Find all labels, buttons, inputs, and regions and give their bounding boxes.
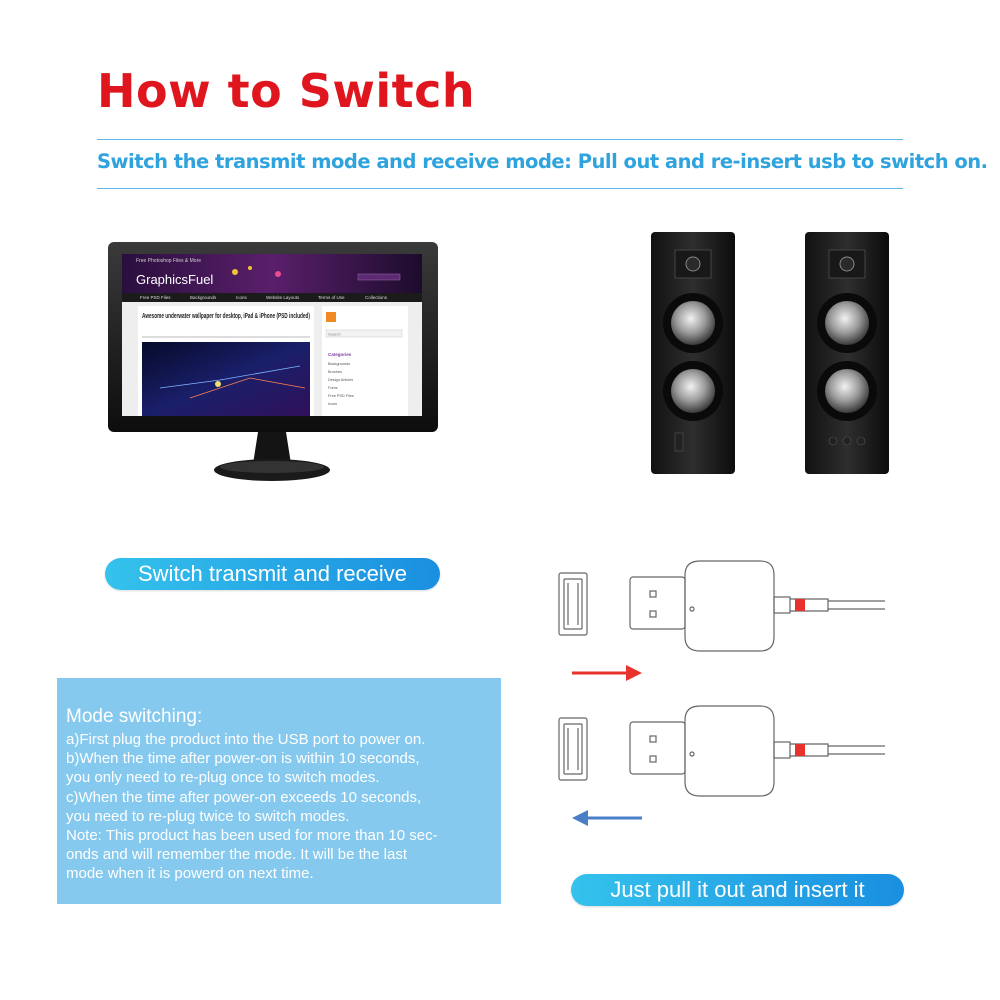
- info-line: onds and will remember the mode. It will…: [66, 846, 407, 864]
- pull-insert-label: Just pull it out and insert it: [571, 874, 904, 906]
- arrow-right-icon: [626, 665, 642, 681]
- site-nav-item: Icons: [236, 295, 248, 300]
- site-headline: Awesome underwater wallpaper for desktop…: [142, 311, 310, 320]
- top-divider: [97, 139, 903, 140]
- svg-text:Free PSD Files: Free PSD Files: [328, 394, 354, 398]
- info-line: you only need to re-plug once to switch …: [66, 769, 380, 787]
- speaker-right: [805, 232, 889, 474]
- info-line: Note: This product has been used for mor…: [66, 827, 438, 845]
- site-nav-item: Website Layouts: [266, 295, 300, 300]
- subtitle: Switch the transmit mode and receive mod…: [97, 150, 988, 173]
- rss-icon: [326, 312, 336, 322]
- info-line: you need to re-plug twice to switch mode…: [66, 807, 350, 825]
- svg-text:Search: Search: [328, 332, 341, 337]
- usb-red-marker: [795, 744, 805, 756]
- info-line: mode when it is powerd on next time.: [66, 865, 314, 883]
- svg-text:Design Articles: Design Articles: [328, 378, 353, 382]
- info-line: a)First plug the product into the USB po…: [66, 731, 426, 748]
- speakers-illustration: [651, 232, 889, 474]
- switch-transmit-receive-label: Switch transmit and receive: [105, 558, 440, 590]
- svg-text:Fonts: Fonts: [328, 386, 338, 390]
- info-line: c)When the time after power-on exceeds 1…: [66, 788, 422, 806]
- site-search: [325, 329, 403, 338]
- site-brand: GraphicsFuel: [136, 272, 213, 287]
- arrow-left-icon: [572, 810, 588, 826]
- usb-diagram-insert: [558, 560, 885, 681]
- site-categories-title: Categories: [328, 352, 352, 357]
- speaker-left: [651, 232, 735, 474]
- page-title: How to Switch: [97, 64, 476, 118]
- svg-text:Brushes: Brushes: [328, 370, 342, 374]
- info-heading: Mode switching:: [66, 706, 203, 727]
- info-line: b)When the time after power-on is within…: [66, 750, 420, 768]
- site-nav-item: Free PSD Files: [140, 295, 171, 300]
- usb-diagram-pull: [558, 705, 885, 826]
- monitor-illustration: Free Photoshop Files & More GraphicsFuel…: [108, 242, 438, 481]
- site-nav-item: Terms of Use: [318, 295, 345, 300]
- svg-text:Icons: Icons: [328, 402, 337, 406]
- svg-text:Backgrounds: Backgrounds: [328, 362, 350, 366]
- mode-switching-info: Mode switching: a)First plug the product…: [57, 678, 501, 904]
- usb-red-marker: [795, 599, 805, 611]
- site-nav-item: Collections: [365, 295, 388, 300]
- site-nav-item: Backgrounds: [190, 295, 217, 300]
- monitor-neck: [253, 432, 291, 464]
- site-top-text: Free Photoshop Files & More: [136, 258, 201, 264]
- bottom-divider: [97, 188, 903, 189]
